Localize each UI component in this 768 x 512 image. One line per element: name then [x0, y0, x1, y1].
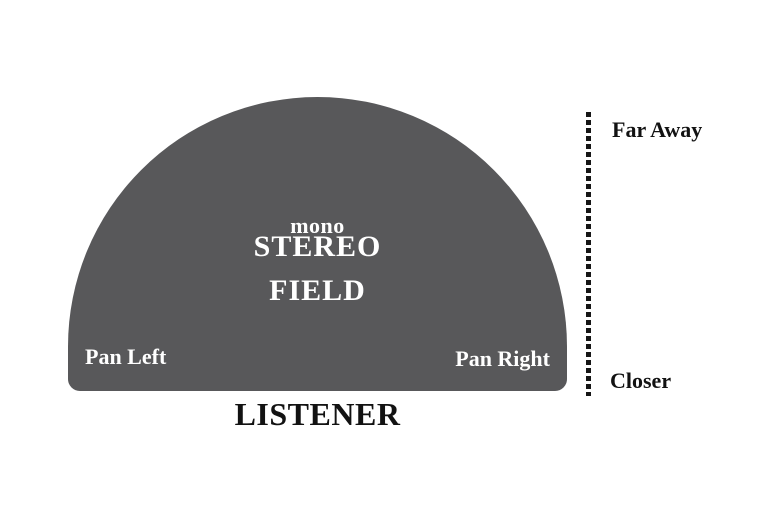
listener-label: LISTENER [234, 396, 401, 432]
stereo-field-title-line1: STEREO [253, 230, 382, 263]
closer-label: Closer [610, 368, 672, 393]
distance-axis-dotted-line [586, 112, 591, 396]
stereo-field-dome: mono STEREO FIELD Pan Left Pan Right [68, 97, 567, 391]
mono-label: mono [290, 213, 345, 238]
pan-right-label: Pan Right [455, 346, 550, 371]
pan-left-label: Pan Left [85, 344, 167, 369]
stereo-field-title: STEREO FIELD [68, 225, 567, 313]
far-away-label: Far Away [612, 117, 703, 142]
stereo-field-title-line2: FIELD [269, 274, 366, 307]
